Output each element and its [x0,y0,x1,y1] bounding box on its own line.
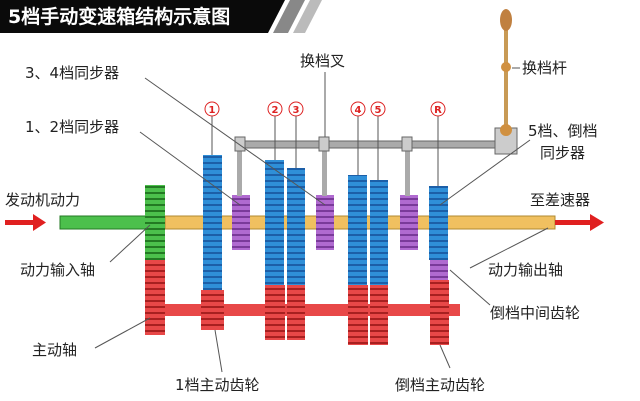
svg-text:5: 5 [375,105,382,116]
label-sync5r-1: 5档、倒档 [528,122,598,140]
output-gears [203,155,448,290]
marker-2: 2 [267,101,283,160]
marker-1: 1 [204,101,220,155]
label-sync34: 3、4档同步器 [25,64,119,82]
label-to-differential: 至差速器 [530,191,590,209]
label-reverse-drive-gear: 倒档主动齿轮 [395,376,485,394]
gear-2 [265,160,284,285]
diagram-title: 5档手动变速箱结构示意图 [8,5,230,28]
gear-5 [370,180,388,285]
title-bar: 5档手动变速箱结构示意图 [0,0,322,33]
label-input-shaft: 动力输入轴 [20,261,95,279]
sync-34 [316,195,334,250]
shift-linkage [234,127,518,196]
svg-text:R: R [434,105,442,116]
label-engine-power: 发动机动力 [5,191,80,209]
reverse-drive-gear [430,280,449,345]
shift-lever[interactable] [500,9,512,136]
label-first-drive-gear: 1档主动齿轮 [175,376,260,394]
to-differential-arrow [555,214,604,231]
marker-r: R [430,101,446,186]
input-shaft [59,215,156,230]
marker-3: 3 [288,101,304,168]
input-gear [145,185,165,260]
label-shift-fork: 换档叉 [300,52,345,70]
marker-4: 4 [350,101,366,175]
svg-text:3: 3 [293,105,300,116]
gear-1 [203,155,222,290]
sync-5r [400,195,418,250]
sync-12 [232,195,250,250]
label-output-shaft: 动力输出轴 [488,261,563,279]
marker-5: 5 [370,101,386,180]
gear-3 [287,168,305,285]
reverse-idler-gear [430,260,448,280]
counter-gears [201,260,449,345]
gear-reverse [429,186,448,260]
gear-markers: 1 2 3 4 5 R [204,101,446,186]
counter-input-gear [145,260,165,335]
svg-text:4: 4 [355,105,362,116]
label-sync5r-2: 同步器 [540,144,585,162]
label-reverse-idler: 倒档中间齿轮 [490,304,580,322]
engine-power-arrow [5,214,46,231]
label-sync12: 1、2档同步器 [25,118,119,136]
svg-text:2: 2 [272,105,279,116]
gear-4 [348,175,367,285]
label-shift-lever: 换档杆 [522,59,567,77]
svg-text:1: 1 [209,105,216,116]
label-drive-shaft: 主动轴 [32,341,77,359]
